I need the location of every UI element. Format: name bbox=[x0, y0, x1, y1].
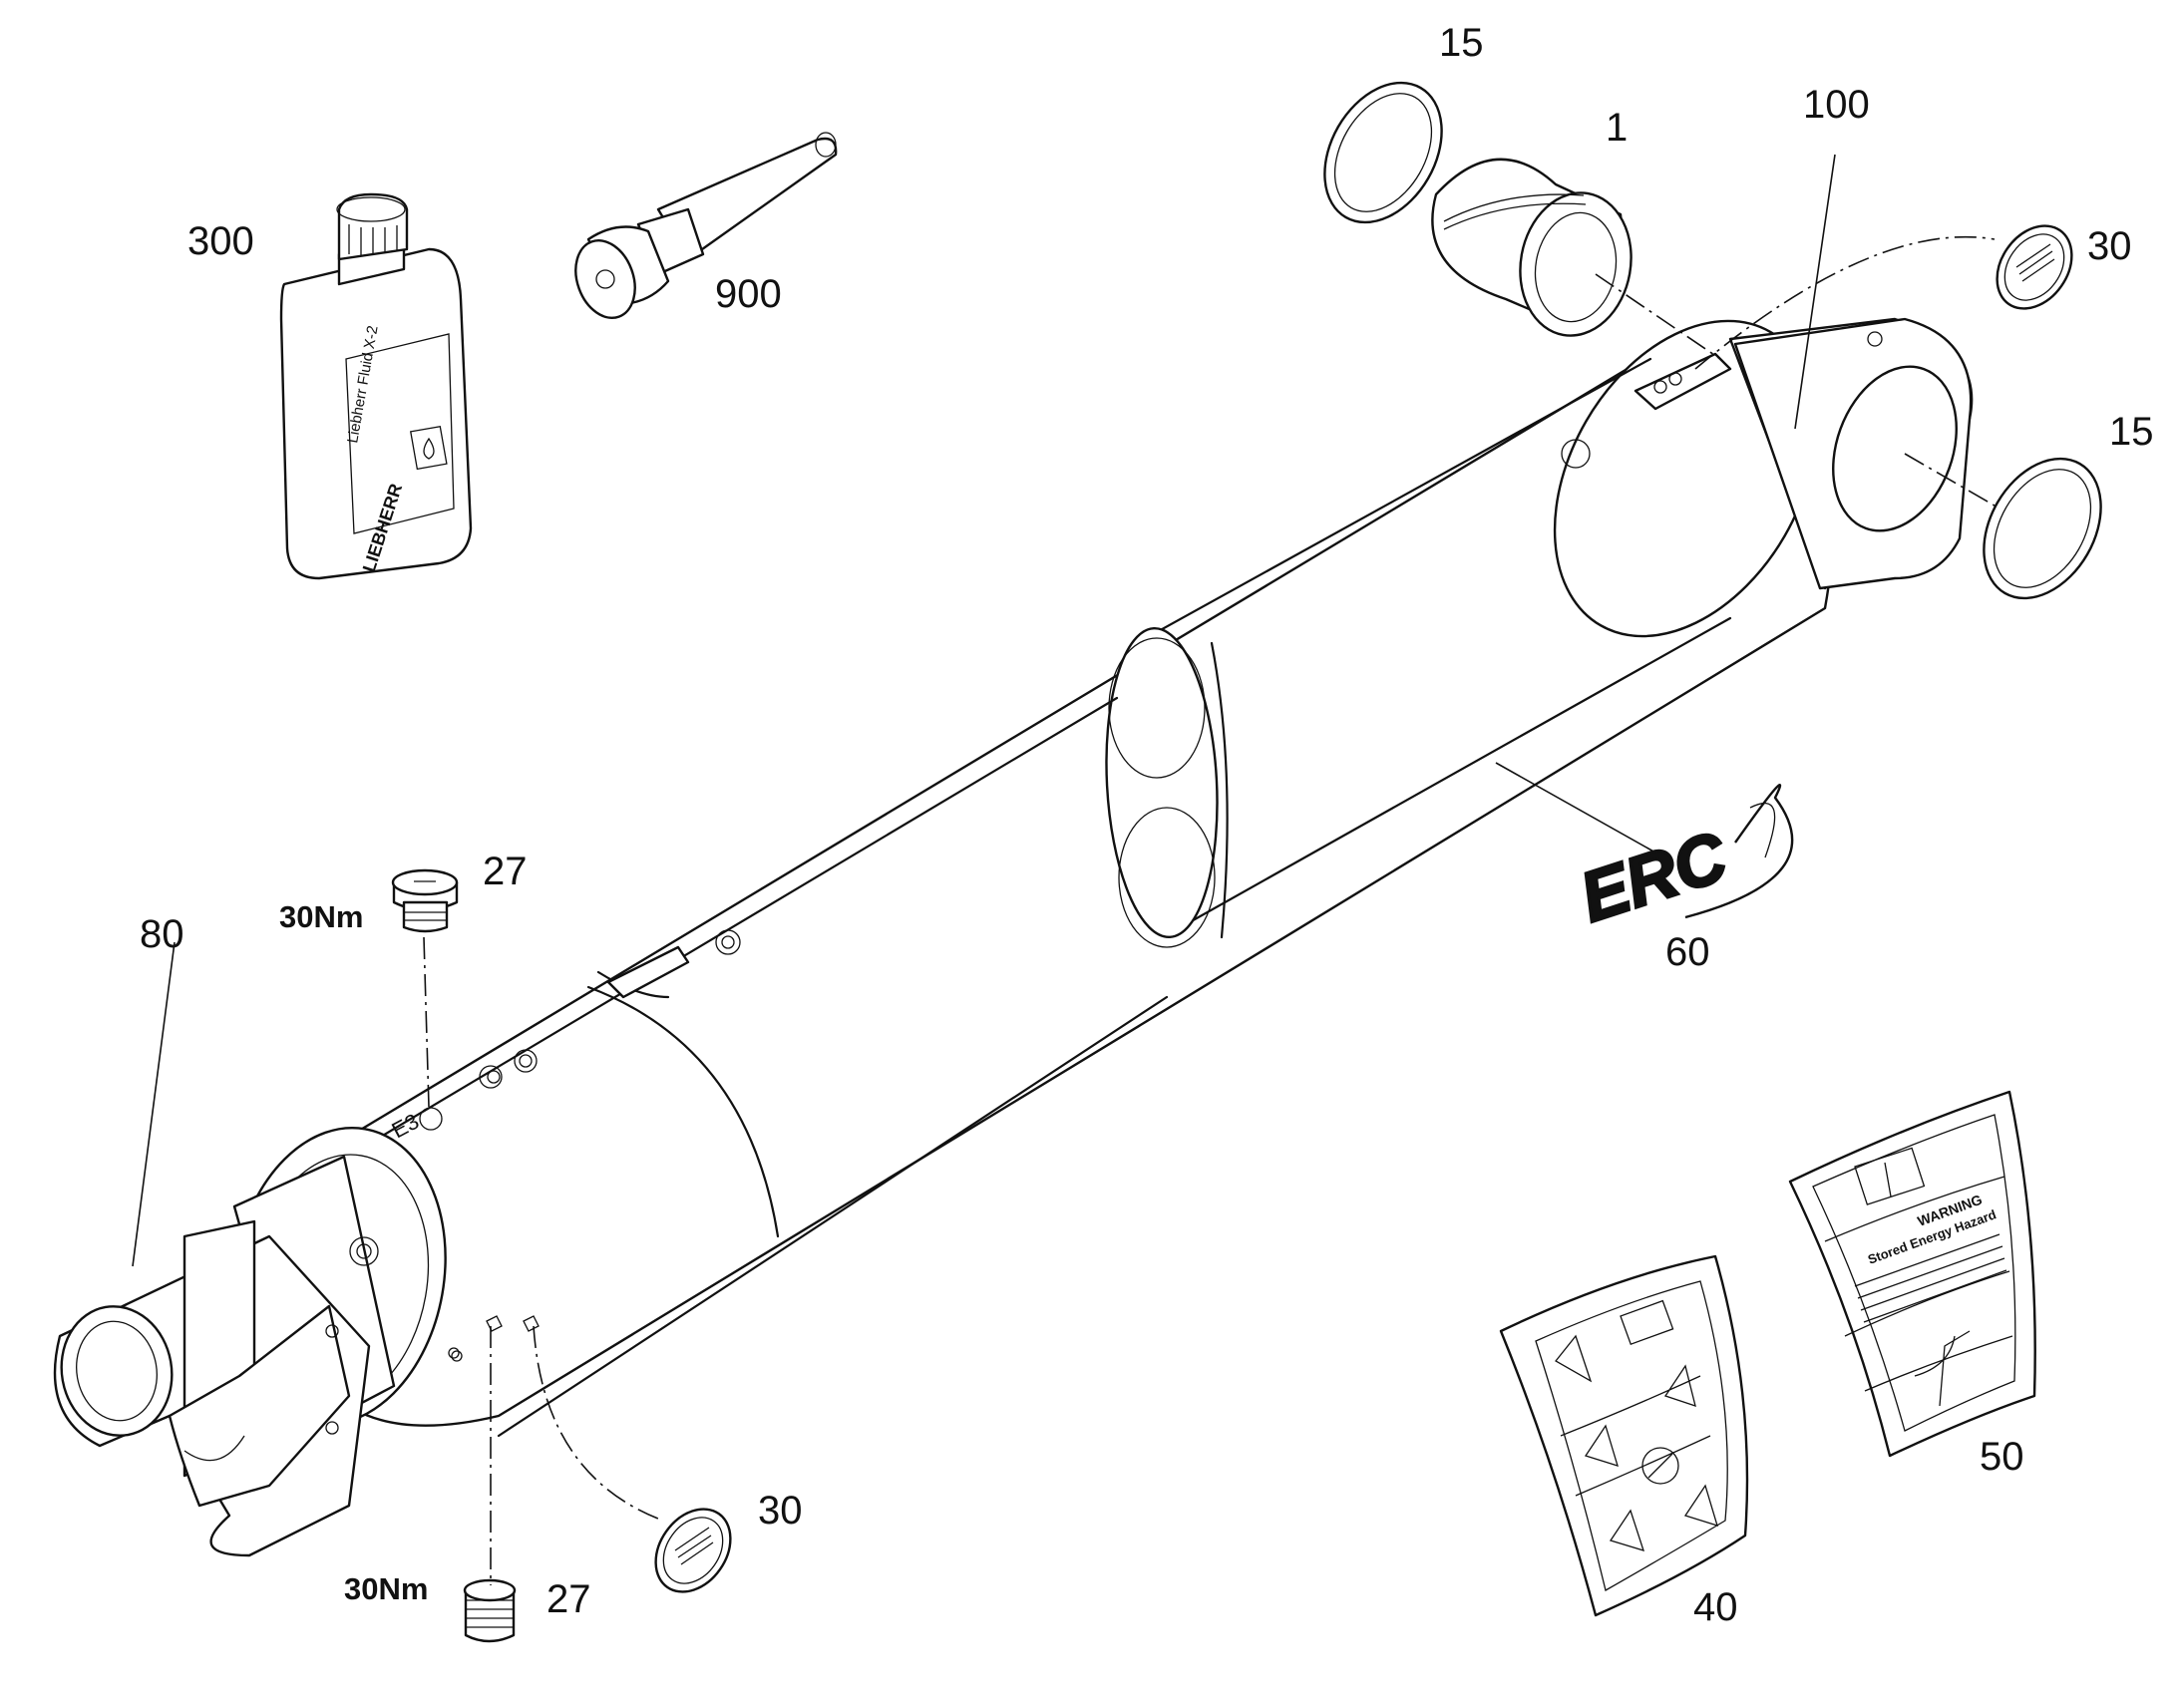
grease-nipple-icon bbox=[574, 132, 838, 319]
erc-logo-text: ERC bbox=[1572, 817, 1737, 936]
callout-15-right: 15 bbox=[2109, 410, 2154, 454]
plug-screw-bottom-icon bbox=[463, 1578, 517, 1643]
callout-30-top: 30 bbox=[2087, 224, 2132, 268]
callout-900: 900 bbox=[715, 272, 782, 316]
callout-80: 80 bbox=[140, 912, 184, 956]
callout-60: 60 bbox=[1665, 930, 1710, 974]
grease-decal-top-icon bbox=[1996, 224, 2073, 310]
seal-ring-top-icon bbox=[1323, 81, 1443, 224]
callout-labels: 15 1 100 30 15 300 900 27 30Nm 80 60 50 … bbox=[140, 21, 2154, 1629]
torque-label-bottom: 30Nm bbox=[344, 1571, 428, 1606]
plug-screw-top-icon bbox=[391, 868, 459, 933]
hydraulic-cylinder-icon: E3 bbox=[289, 317, 1974, 1438]
callout-1: 1 bbox=[1606, 106, 1628, 150]
bushing-icon bbox=[1431, 158, 1633, 337]
torque-label-top: 30Nm bbox=[279, 899, 363, 934]
erc-logo-icon: ERC bbox=[1570, 784, 1794, 938]
warning-decal-50-icon: WARNING Stored Energy Hazard bbox=[1788, 1090, 2036, 1458]
callout-40: 40 bbox=[1693, 1585, 1738, 1629]
grease-decal-bottom-icon bbox=[654, 1508, 732, 1593]
callout-30-bottom: 30 bbox=[758, 1489, 803, 1533]
callout-27-bottom: 27 bbox=[546, 1577, 591, 1621]
oil-bottle-icon: Liebherr Fluid X-2 LIEBHERR bbox=[279, 192, 473, 580]
callout-50: 50 bbox=[1980, 1435, 2024, 1479]
callout-300: 300 bbox=[187, 219, 254, 263]
leader-lines bbox=[132, 154, 2000, 1585]
seal-ring-right-icon bbox=[1983, 457, 2102, 600]
callout-100: 100 bbox=[1803, 83, 1870, 127]
callout-15-top: 15 bbox=[1439, 21, 1484, 65]
callout-27-top: 27 bbox=[483, 850, 528, 893]
clevis-rod-end-icon bbox=[53, 1126, 460, 1557]
warning-decal-40-icon bbox=[1499, 1254, 1749, 1617]
